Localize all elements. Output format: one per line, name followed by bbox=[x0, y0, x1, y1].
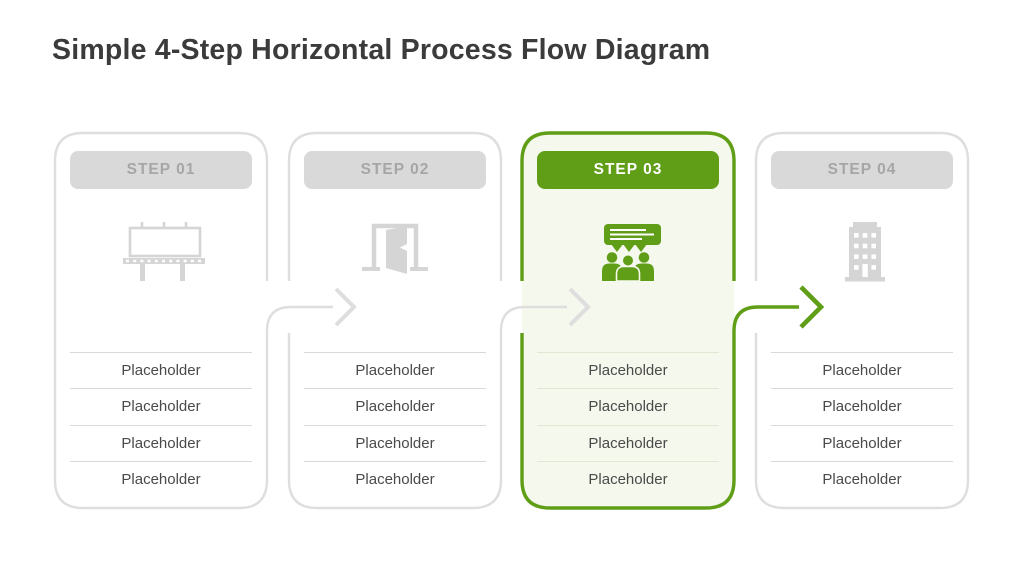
placeholder-row: Placeholder bbox=[70, 424, 252, 461]
placeholder-row: Placeholder bbox=[771, 352, 953, 388]
step-2-placeholder-list: Placeholder Placeholder Placeholder Plac… bbox=[304, 352, 486, 497]
card-3-outline-top bbox=[520, 131, 736, 281]
placeholder-row: Placeholder bbox=[70, 460, 252, 497]
step-card-3-active: STEP 03 Placeholder Placeholder Placehol… bbox=[522, 133, 734, 508]
placeholder-row: Placeholder bbox=[771, 424, 953, 461]
placeholder-row: Placeholder bbox=[70, 352, 252, 388]
card-3-outline-bottom bbox=[520, 305, 799, 510]
card-2-outline-top bbox=[287, 131, 503, 281]
page-title: Simple 4-Step Horizontal Process Flow Di… bbox=[52, 34, 711, 66]
placeholder-row: Placeholder bbox=[537, 388, 719, 424]
building-icon bbox=[845, 222, 885, 282]
step-4-placeholder-list: Placeholder Placeholder Placeholder Plac… bbox=[771, 352, 953, 497]
billboard-icon bbox=[123, 222, 205, 281]
step-4-badge: STEP 04 bbox=[771, 151, 953, 189]
placeholder-row: Placeholder bbox=[304, 388, 486, 424]
card-4-outline bbox=[754, 131, 970, 510]
arrow-2-3-head-icon bbox=[568, 287, 591, 327]
placeholder-row: Placeholder bbox=[771, 388, 953, 424]
step-card-4: STEP 04 Placeholder Placeholder Placehol… bbox=[756, 133, 968, 508]
step-3-badge: STEP 03 bbox=[537, 151, 719, 189]
step-card-1: STEP 01 Placeholder Placeholder Placehol… bbox=[55, 133, 267, 508]
step-3-placeholder-list: Placeholder Placeholder Placeholder Plac… bbox=[537, 352, 719, 497]
step-1-badge: STEP 01 bbox=[70, 151, 252, 189]
step-2-badge: STEP 02 bbox=[304, 151, 486, 189]
open-door-icon bbox=[362, 223, 428, 274]
placeholder-row: Placeholder bbox=[771, 460, 953, 497]
placeholder-row: Placeholder bbox=[304, 460, 486, 497]
placeholder-row: Placeholder bbox=[304, 352, 486, 388]
step-1-placeholder-list: Placeholder Placeholder Placeholder Plac… bbox=[70, 352, 252, 497]
placeholder-row: Placeholder bbox=[537, 460, 719, 497]
card-1-outline bbox=[53, 131, 333, 510]
active-card-background bbox=[522, 133, 734, 508]
arrow-3-4-head-icon bbox=[799, 285, 825, 329]
step-card-2: STEP 02 Placeholder Placeholder Placehol… bbox=[289, 133, 501, 508]
placeholder-row: Placeholder bbox=[70, 388, 252, 424]
presentation-audience-icon bbox=[602, 224, 661, 282]
card-2-outline-bottom bbox=[287, 305, 567, 510]
placeholder-row: Placeholder bbox=[537, 352, 719, 388]
placeholder-row: Placeholder bbox=[537, 424, 719, 461]
arrow-1-2-head-icon bbox=[334, 287, 357, 327]
placeholder-row: Placeholder bbox=[304, 424, 486, 461]
